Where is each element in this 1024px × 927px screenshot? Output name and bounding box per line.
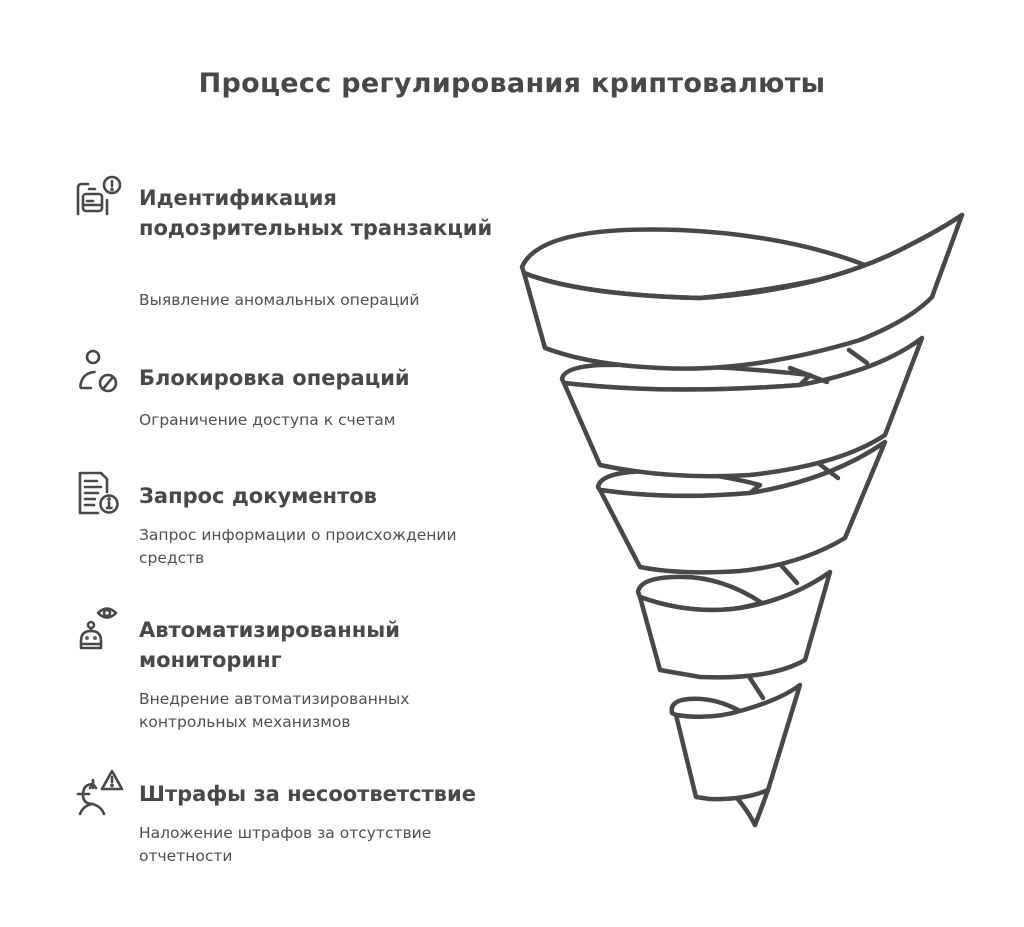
robot-eye-icon [74, 602, 124, 652]
document-info-icon [74, 468, 124, 518]
step-heading: Идентификация подозрительных транзакций [139, 186, 493, 240]
step-heading: Запрос документов [139, 484, 377, 508]
step-description: Ограничение доступа к счетам [139, 411, 396, 429]
suspicious-document-alert-icon [74, 172, 124, 222]
step-description: Наложение штрафов за отсутствие отчетнос… [139, 824, 432, 865]
step-description: Выявление аномальных операций [139, 291, 420, 309]
euro-warning-icon [74, 767, 124, 817]
step-heading: Блокировка операций [139, 366, 410, 390]
spiral-funnel-graphic [500, 195, 1000, 845]
step-description: Запрос информации о происхождении средст… [139, 526, 457, 567]
step-description: Внедрение автоматизированных контрольных… [139, 690, 410, 731]
user-blocked-icon [74, 348, 124, 398]
step-heading: Штрафы за несоответствие [139, 782, 476, 806]
page-title: Процесс регулирования криптовалюты [198, 68, 826, 99]
step-heading: Автоматизированный мониторинг [139, 618, 400, 672]
